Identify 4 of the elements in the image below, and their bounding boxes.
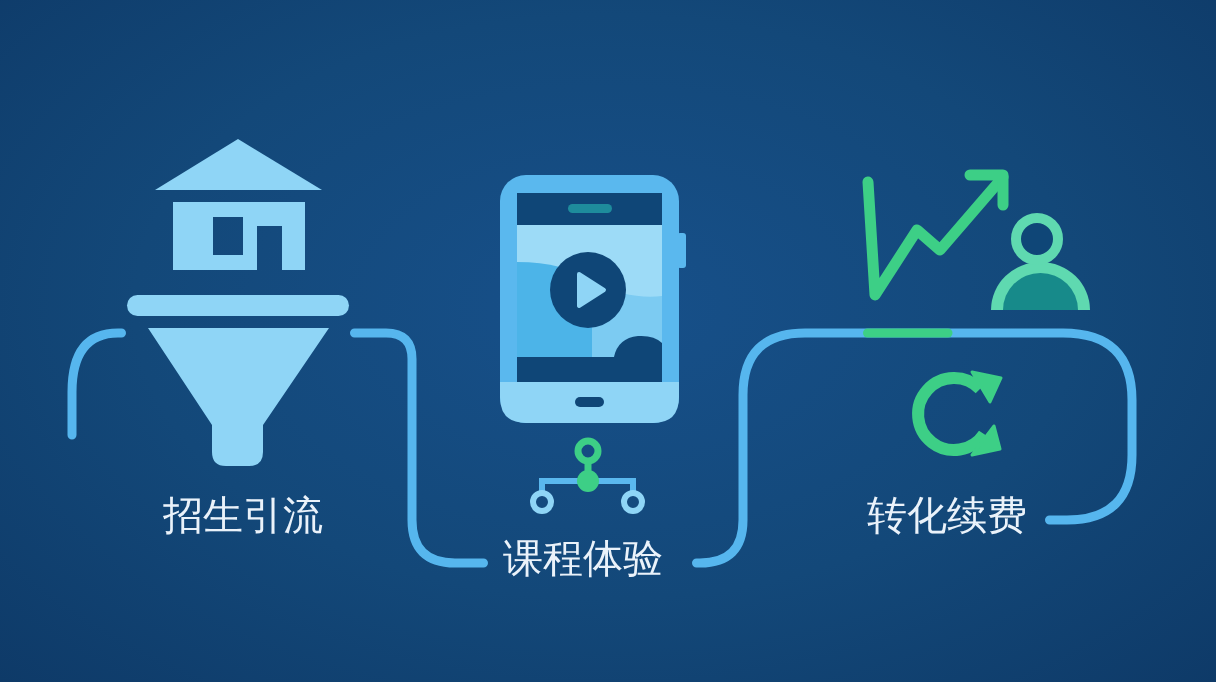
stage-label: 转化续费: [867, 492, 1027, 538]
stage-label: 课程体验: [502, 535, 663, 581]
stage-label: 招生引流: [162, 492, 323, 538]
connector-line: [350, 328, 488, 568]
